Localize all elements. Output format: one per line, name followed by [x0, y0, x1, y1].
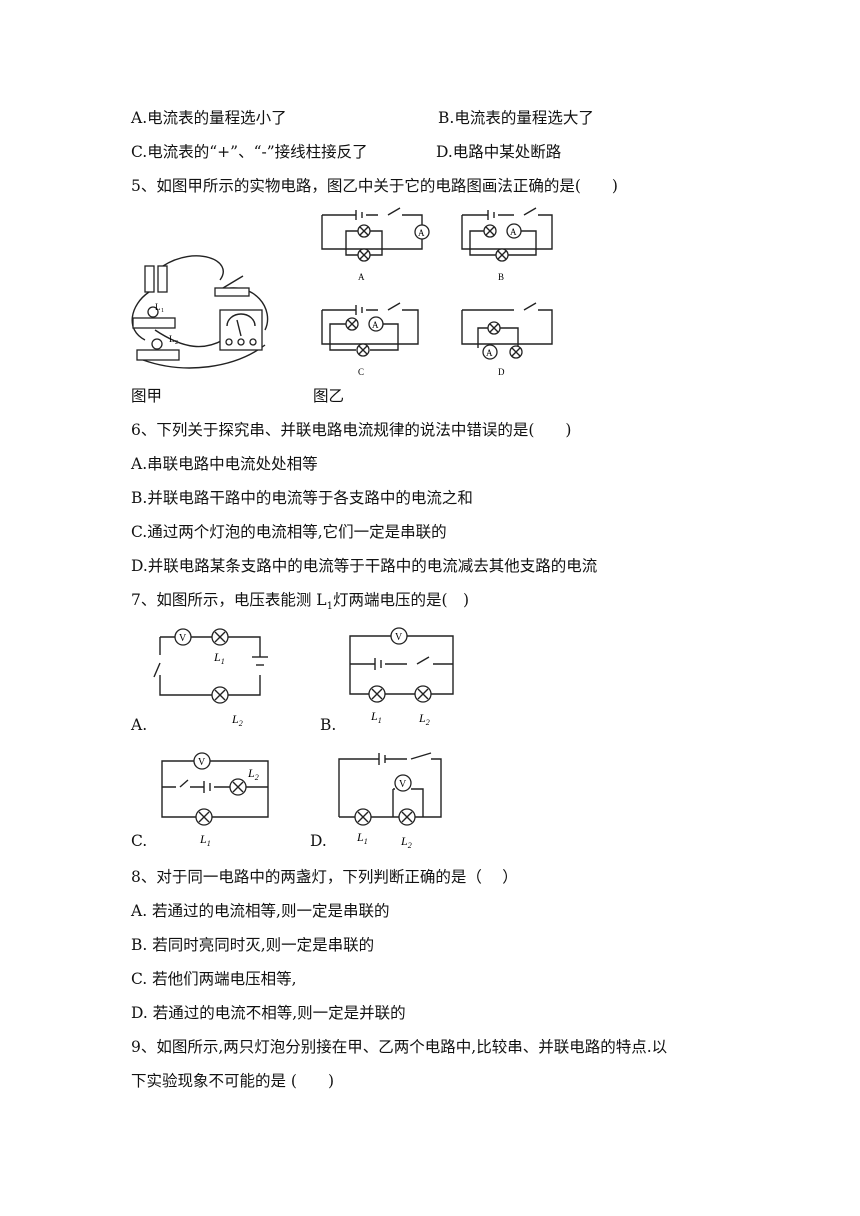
q7-label-b: B.	[320, 716, 337, 734]
q4-option-b: B.电流表的量程选大了	[438, 109, 594, 127]
q7c-voltmeter-symbol: V	[198, 757, 206, 768]
q7-label-d: D.	[310, 832, 327, 850]
q7a-l1-label: L1	[213, 650, 225, 666]
physical-l1-label: L	[155, 302, 161, 312]
q6-option-b: B.并联电路干路中的电流等于各支路中的电流之和	[131, 489, 473, 507]
q7-circuit-b: V L1 L2	[349, 627, 454, 727]
q9-stem-line2: 下实验现象不可能的是 ( )	[131, 1072, 335, 1090]
q7d-l2-label: L2	[400, 834, 412, 850]
physical-l2-subscript: 2	[175, 340, 178, 346]
q4-option-d: D.电路中某处断路	[436, 143, 562, 161]
diagram-b: A B	[461, 207, 553, 282]
q7c-l2-label: L2	[247, 766, 259, 782]
d-letter: D	[498, 367, 505, 377]
diagram-a: A A	[321, 207, 430, 282]
fig-jia-caption: 图甲	[131, 387, 163, 405]
physical-l2-label: L	[169, 334, 175, 344]
fig-yi-caption: 图乙	[313, 387, 345, 405]
physical-circuit-figure: L 1 L 2	[131, 255, 269, 369]
q7b-l1-label: L1	[370, 709, 382, 725]
d-ammeter-symbol: A	[486, 348, 493, 358]
b-letter: B	[498, 272, 504, 282]
q4-option-a: A.电流表的量程选小了	[131, 109, 287, 127]
q7-stem-post: 灯两端电压的是( )	[332, 591, 470, 609]
q7b-l2-label: L2	[418, 711, 430, 727]
q8-stem: 8、对于同一电路中的两盏灯，下列判断正确的是（ ）	[131, 868, 518, 886]
q8-option-a: A. 若通过的电流相等,则一定是串联的	[131, 902, 390, 920]
q8-option-d: D. 若通过的电流不相等,则一定是并联的	[131, 1004, 406, 1022]
q7-circuit-d: V L1 L2	[338, 752, 442, 850]
physical-l1-subscript: 1	[161, 308, 164, 314]
q7-stem: 7、如图所示，电压表能测 L1灯两端电压的是( )	[131, 588, 469, 612]
q6-option-c: C.通过两个灯泡的电流相等,它们一定是串联的	[131, 523, 447, 541]
a-ammeter-symbol: A	[418, 228, 425, 238]
q9-stem-line1: 9、如图所示,两只灯泡分别接在甲、乙两个电路中,比较串、并联电路的特点.以	[131, 1038, 668, 1056]
q7-circuit-c: V L2 L1	[161, 752, 269, 848]
q7-label-c: C.	[131, 832, 148, 850]
q7a-voltmeter-symbol: V	[179, 633, 187, 644]
q6-stem: 6、下列关于探究串、并联电路电流规律的说法中错误的是( )	[131, 421, 572, 439]
q8-option-c: C. 若他们两端电压相等,	[131, 970, 297, 988]
q6-option-a: A.串联电路中电流处处相等	[131, 455, 318, 473]
q4-option-c: C.电流表的“+”、“-”接线柱接反了	[131, 143, 368, 161]
diagram-d: A D	[461, 302, 553, 377]
q7d-l1-label: L1	[356, 830, 368, 846]
q7-stem-pre: 7、如图所示，电压表能测 L	[131, 591, 327, 609]
q5-stem: 5、如图甲所示的实物电路，图乙中关于它的电路图画法正确的是( )	[131, 177, 618, 195]
c-ammeter-symbol: A	[372, 320, 379, 330]
q7b-voltmeter-symbol: V	[395, 632, 403, 643]
b-ammeter-symbol: A	[510, 227, 517, 237]
c-letter: C	[358, 367, 364, 377]
q7a-l2-label: L2	[231, 712, 243, 728]
q7-stem-subscript: 1	[326, 601, 333, 613]
q6-option-d: D.并联电路某条支路中的电流等于干路中的电流减去其他支路的电流	[131, 557, 598, 575]
q7d-voltmeter-symbol: V	[399, 779, 407, 790]
q7c-l1-label: L1	[199, 832, 211, 848]
q8-option-b: B. 若同时亮同时灭,则一定是串联的	[131, 936, 375, 954]
a-letter: A	[358, 272, 365, 282]
q7-circuit-a: V L1 L2	[153, 628, 268, 728]
diagram-c: A C	[321, 302, 419, 377]
circuit-diagrams-figure: A A A B A C A	[321, 207, 553, 377]
q7-label-a: A.	[131, 716, 148, 734]
